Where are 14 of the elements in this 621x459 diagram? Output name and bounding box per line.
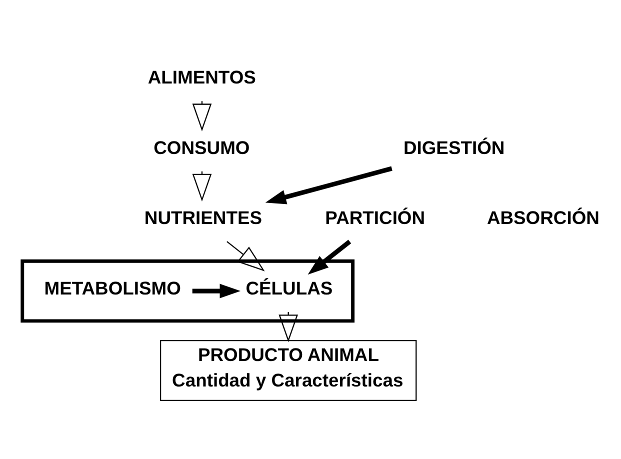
node-text: CÉLULAS	[246, 276, 333, 298]
node-text: CONSUMO	[154, 136, 250, 158]
node-text: NUTRIENTES	[144, 206, 262, 228]
arrow	[265, 166, 392, 204]
arrow	[226, 240, 265, 271]
cluster	[20, 258, 355, 322]
node-box: PRODUCTO ANIMAL Cantidad y Características	[160, 339, 417, 400]
node-text: ALIMENTOS	[148, 66, 256, 88]
node-text: PARTICIÓN	[325, 206, 426, 228]
node-text: METABOLISMO	[44, 276, 181, 298]
label: ABSORCIÓN	[486, 206, 600, 228]
node-text: DIGESTIÓN	[403, 136, 505, 158]
arrow	[308, 239, 352, 274]
arrow	[192, 283, 241, 298]
